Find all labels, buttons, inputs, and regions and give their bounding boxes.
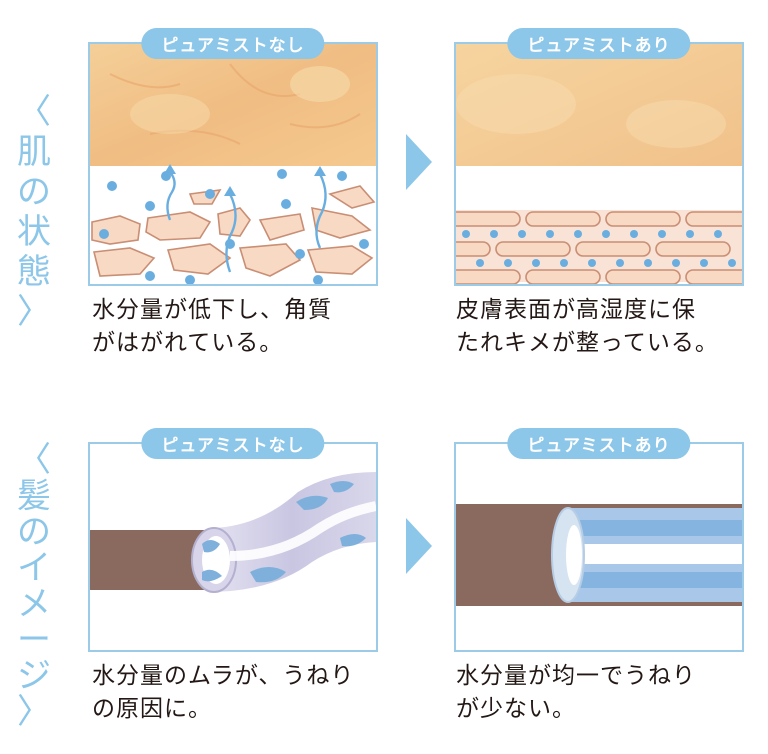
hair-without-mist-caption: 水分量のムラが、うねり の原因に。	[92, 663, 355, 722]
hair-even-illustration	[456, 504, 742, 606]
hair-arrow-icon	[406, 518, 432, 574]
hair-section-title: 〈 髪 の イ メ ー ジ 〉	[17, 440, 51, 732]
hair-without-mist-panel: ピュアミストなし	[88, 428, 378, 652]
broken-corneocytes	[91, 185, 376, 277]
hair-with-mist-panel: ピュアミストあり	[454, 428, 744, 652]
hair-with-mist-caption: 水分量が均一でうねり が少ない。	[456, 663, 696, 722]
water-droplets	[99, 169, 369, 284]
skin-with-mist-panel: ピュアミストあり	[454, 28, 744, 286]
hair-uneven-illustration	[90, 472, 376, 593]
skin-without-mist-panel: ピュアミストなし	[88, 28, 378, 286]
skin-without-mist-caption: 水分量が低下し、角質 がはがれている。	[92, 297, 332, 356]
skin-surface-photo	[90, 44, 376, 166]
hair-with-mist-badge: ピュアミストあり	[507, 428, 691, 459]
water-droplets	[462, 230, 736, 267]
skin-moist-illustration	[456, 44, 742, 284]
skin-dry-illustration	[90, 44, 376, 284]
hair-without-mist-badge: ピュアミストなし	[141, 428, 325, 459]
orderly-corneocytes	[456, 211, 742, 284]
skin-section-title: 〈 肌 の 状 態 〉	[17, 92, 51, 332]
skin-with-mist-caption: 皮膚表面が高湿度に保 たれキメが整っている。	[456, 297, 719, 356]
evaporation-arrows	[166, 171, 327, 273]
skin-with-mist-badge: ピュアミストあり	[507, 28, 691, 59]
uneven-moisture-patches	[202, 481, 366, 583]
skin-arrow-icon	[406, 134, 432, 190]
skin-without-mist-badge: ピュアミストなし	[141, 28, 325, 59]
